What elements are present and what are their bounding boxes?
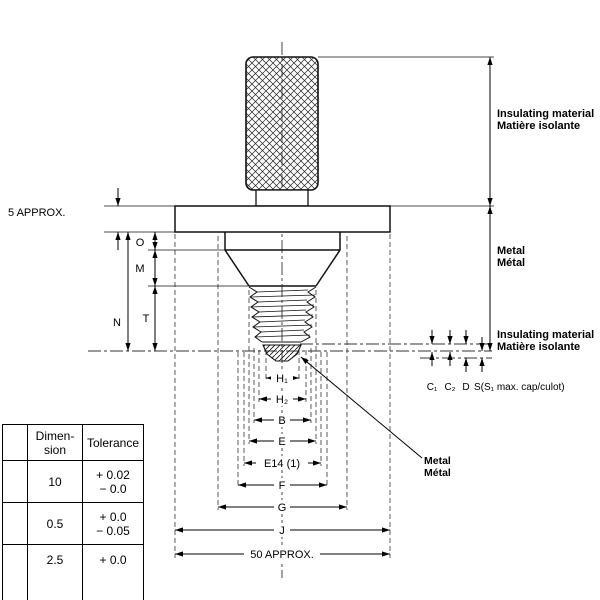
dim-label-e14: E14 (1)	[264, 458, 300, 470]
table-header-empty	[2, 424, 28, 461]
label-metal-right-en: Metal	[497, 245, 525, 257]
table-cell-tolerance: + 0.02 − 0.0	[82, 460, 144, 503]
dim-label-h1: H₁	[276, 373, 288, 385]
table-row: 10 + 0.02 − 0.0	[2, 460, 144, 503]
dim-label-h2: H₂	[276, 394, 288, 406]
labels: 5 APPROX. O M N T H₁ H₂ B E E14 (1) F G …	[8, 108, 594, 561]
witness-lines	[104, 56, 494, 287]
dim-label-g: G	[278, 502, 287, 514]
table-cell-tolerance: + 0.0	[82, 544, 144, 600]
label-metal-leader-en: Metal	[424, 455, 451, 467]
table-cell-dimension: 0.5	[27, 502, 83, 545]
dim-label-b: B	[278, 415, 285, 427]
dimension-lines	[115, 57, 493, 561]
dim-label-c2: C₂	[444, 382, 455, 393]
neck	[255, 189, 309, 207]
dim-label-m: M	[135, 263, 144, 275]
dim-label-t: T	[143, 313, 150, 325]
screw-thread	[248, 286, 317, 343]
flange	[174, 205, 391, 233]
table-cell-tolerance: + 0.0 − 0.05	[82, 502, 144, 545]
dim-label-f: F	[279, 480, 286, 492]
table-header-tolerance: Tolerance	[82, 424, 144, 461]
shoulder-taper	[224, 232, 341, 287]
label-insulating-top-en: Insulating material	[497, 108, 594, 120]
dim-label-o: O	[136, 237, 145, 249]
dim-label-c1: C₁	[427, 382, 438, 393]
table-cell-dimension: 10	[27, 460, 83, 503]
table-cell	[2, 502, 28, 545]
label-metal-right-fr: Métal	[497, 257, 525, 269]
knurled-knob	[245, 56, 319, 191]
label-5-approx: 5 APPROX.	[8, 207, 65, 219]
dim-label-j: J	[279, 525, 285, 537]
tolerance-table: Dimen- sion Tolerance 10 + 0.02 − 0.0 0.…	[2, 424, 144, 600]
table-cell	[2, 460, 28, 503]
table-header-dimension: Dimen- sion	[27, 424, 83, 461]
dim-label-e: E	[278, 436, 285, 448]
table-cell-dimension: 2.5	[27, 544, 83, 600]
dim-label-s: S(S₁ max. cap/culot)	[474, 382, 565, 393]
dim-label-n: N	[113, 317, 121, 329]
contact-tip	[262, 344, 302, 362]
label-insulating-mid-fr: Matière isolante	[497, 341, 580, 353]
table-cell	[2, 544, 28, 600]
cap-body	[174, 56, 391, 362]
dim-label-d: D	[462, 382, 469, 393]
table-header-row: Dimen- sion Tolerance	[2, 424, 144, 461]
table-row: 0.5 + 0.0 − 0.05	[2, 502, 144, 545]
table-row: 2.5 + 0.0	[2, 544, 144, 600]
label-insulating-mid-en: Insulating material	[497, 329, 594, 341]
label-metal-leader-fr: Métal	[424, 467, 451, 479]
label-insulating-top-fr: Matière isolante	[497, 120, 580, 132]
label-50-approx: 50 APPROX.	[250, 549, 314, 561]
